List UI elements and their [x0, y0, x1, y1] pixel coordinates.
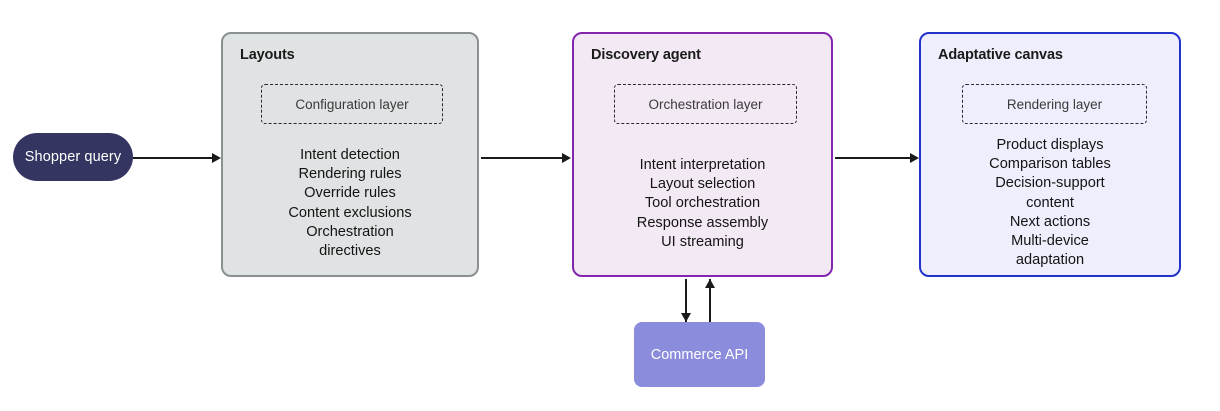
node-layouts-items-text: Intent detection Rendering rules Overrid… — [288, 147, 412, 260]
node-adaptative-canvas-items: Product displays Comparison tables Decis… — [929, 136, 1171, 270]
node-adaptative-canvas-rendering-layer-label: Rendering layer — [1006, 96, 1103, 112]
arrowhead-agent-to-api-icon — [681, 313, 691, 322]
connector-agent-to-api — [685, 279, 687, 322]
node-layouts[interactable]: Layouts Configuration layer Intent detec… — [221, 32, 479, 277]
connector-query-to-layouts — [133, 157, 219, 159]
connector-layouts-to-agent — [481, 157, 569, 159]
node-adaptative-canvas-rendering-layer[interactable]: Rendering layer — [962, 84, 1147, 124]
node-layouts-title: Layouts — [240, 47, 295, 63]
arrowhead-layouts-to-agent-icon — [562, 153, 571, 163]
node-discovery-agent-items: Intent interpretation Layout selection T… — [582, 156, 823, 252]
arrowhead-agent-to-canvas-icon — [910, 153, 919, 163]
node-layouts-configuration-layer-label: Configuration layer — [295, 96, 409, 112]
node-adaptative-canvas-items-text: Product displays Comparison tables Decis… — [989, 137, 1111, 269]
node-discovery-agent-orchestration-layer[interactable]: Orchestration layer — [614, 84, 797, 124]
node-discovery-agent-orchestration-layer-label: Orchestration layer — [648, 96, 763, 112]
node-discovery-agent[interactable]: Discovery agent Orchestration layer Inte… — [572, 32, 833, 277]
node-adaptative-canvas[interactable]: Adaptative canvas Rendering layer Produc… — [919, 32, 1181, 277]
node-layouts-items: Intent detection Rendering rules Overrid… — [231, 146, 469, 261]
node-discovery-agent-items-text: Intent interpretation Layout selection T… — [636, 157, 769, 250]
node-discovery-agent-title: Discovery agent — [591, 47, 701, 63]
node-layouts-configuration-layer[interactable]: Configuration layer — [261, 84, 443, 124]
node-commerce-api[interactable]: Commerce API — [634, 322, 765, 387]
node-shopper-query[interactable]: Shopper query — [13, 133, 133, 181]
arrowhead-query-to-layouts-icon — [212, 153, 221, 163]
node-commerce-api-label: Commerce API — [650, 346, 749, 363]
connector-api-to-agent — [709, 279, 711, 322]
arrowhead-api-to-agent-icon — [705, 279, 715, 288]
node-shopper-query-label: Shopper query — [24, 149, 122, 165]
connector-agent-to-canvas — [835, 157, 917, 159]
node-adaptative-canvas-title: Adaptative canvas — [938, 47, 1063, 63]
